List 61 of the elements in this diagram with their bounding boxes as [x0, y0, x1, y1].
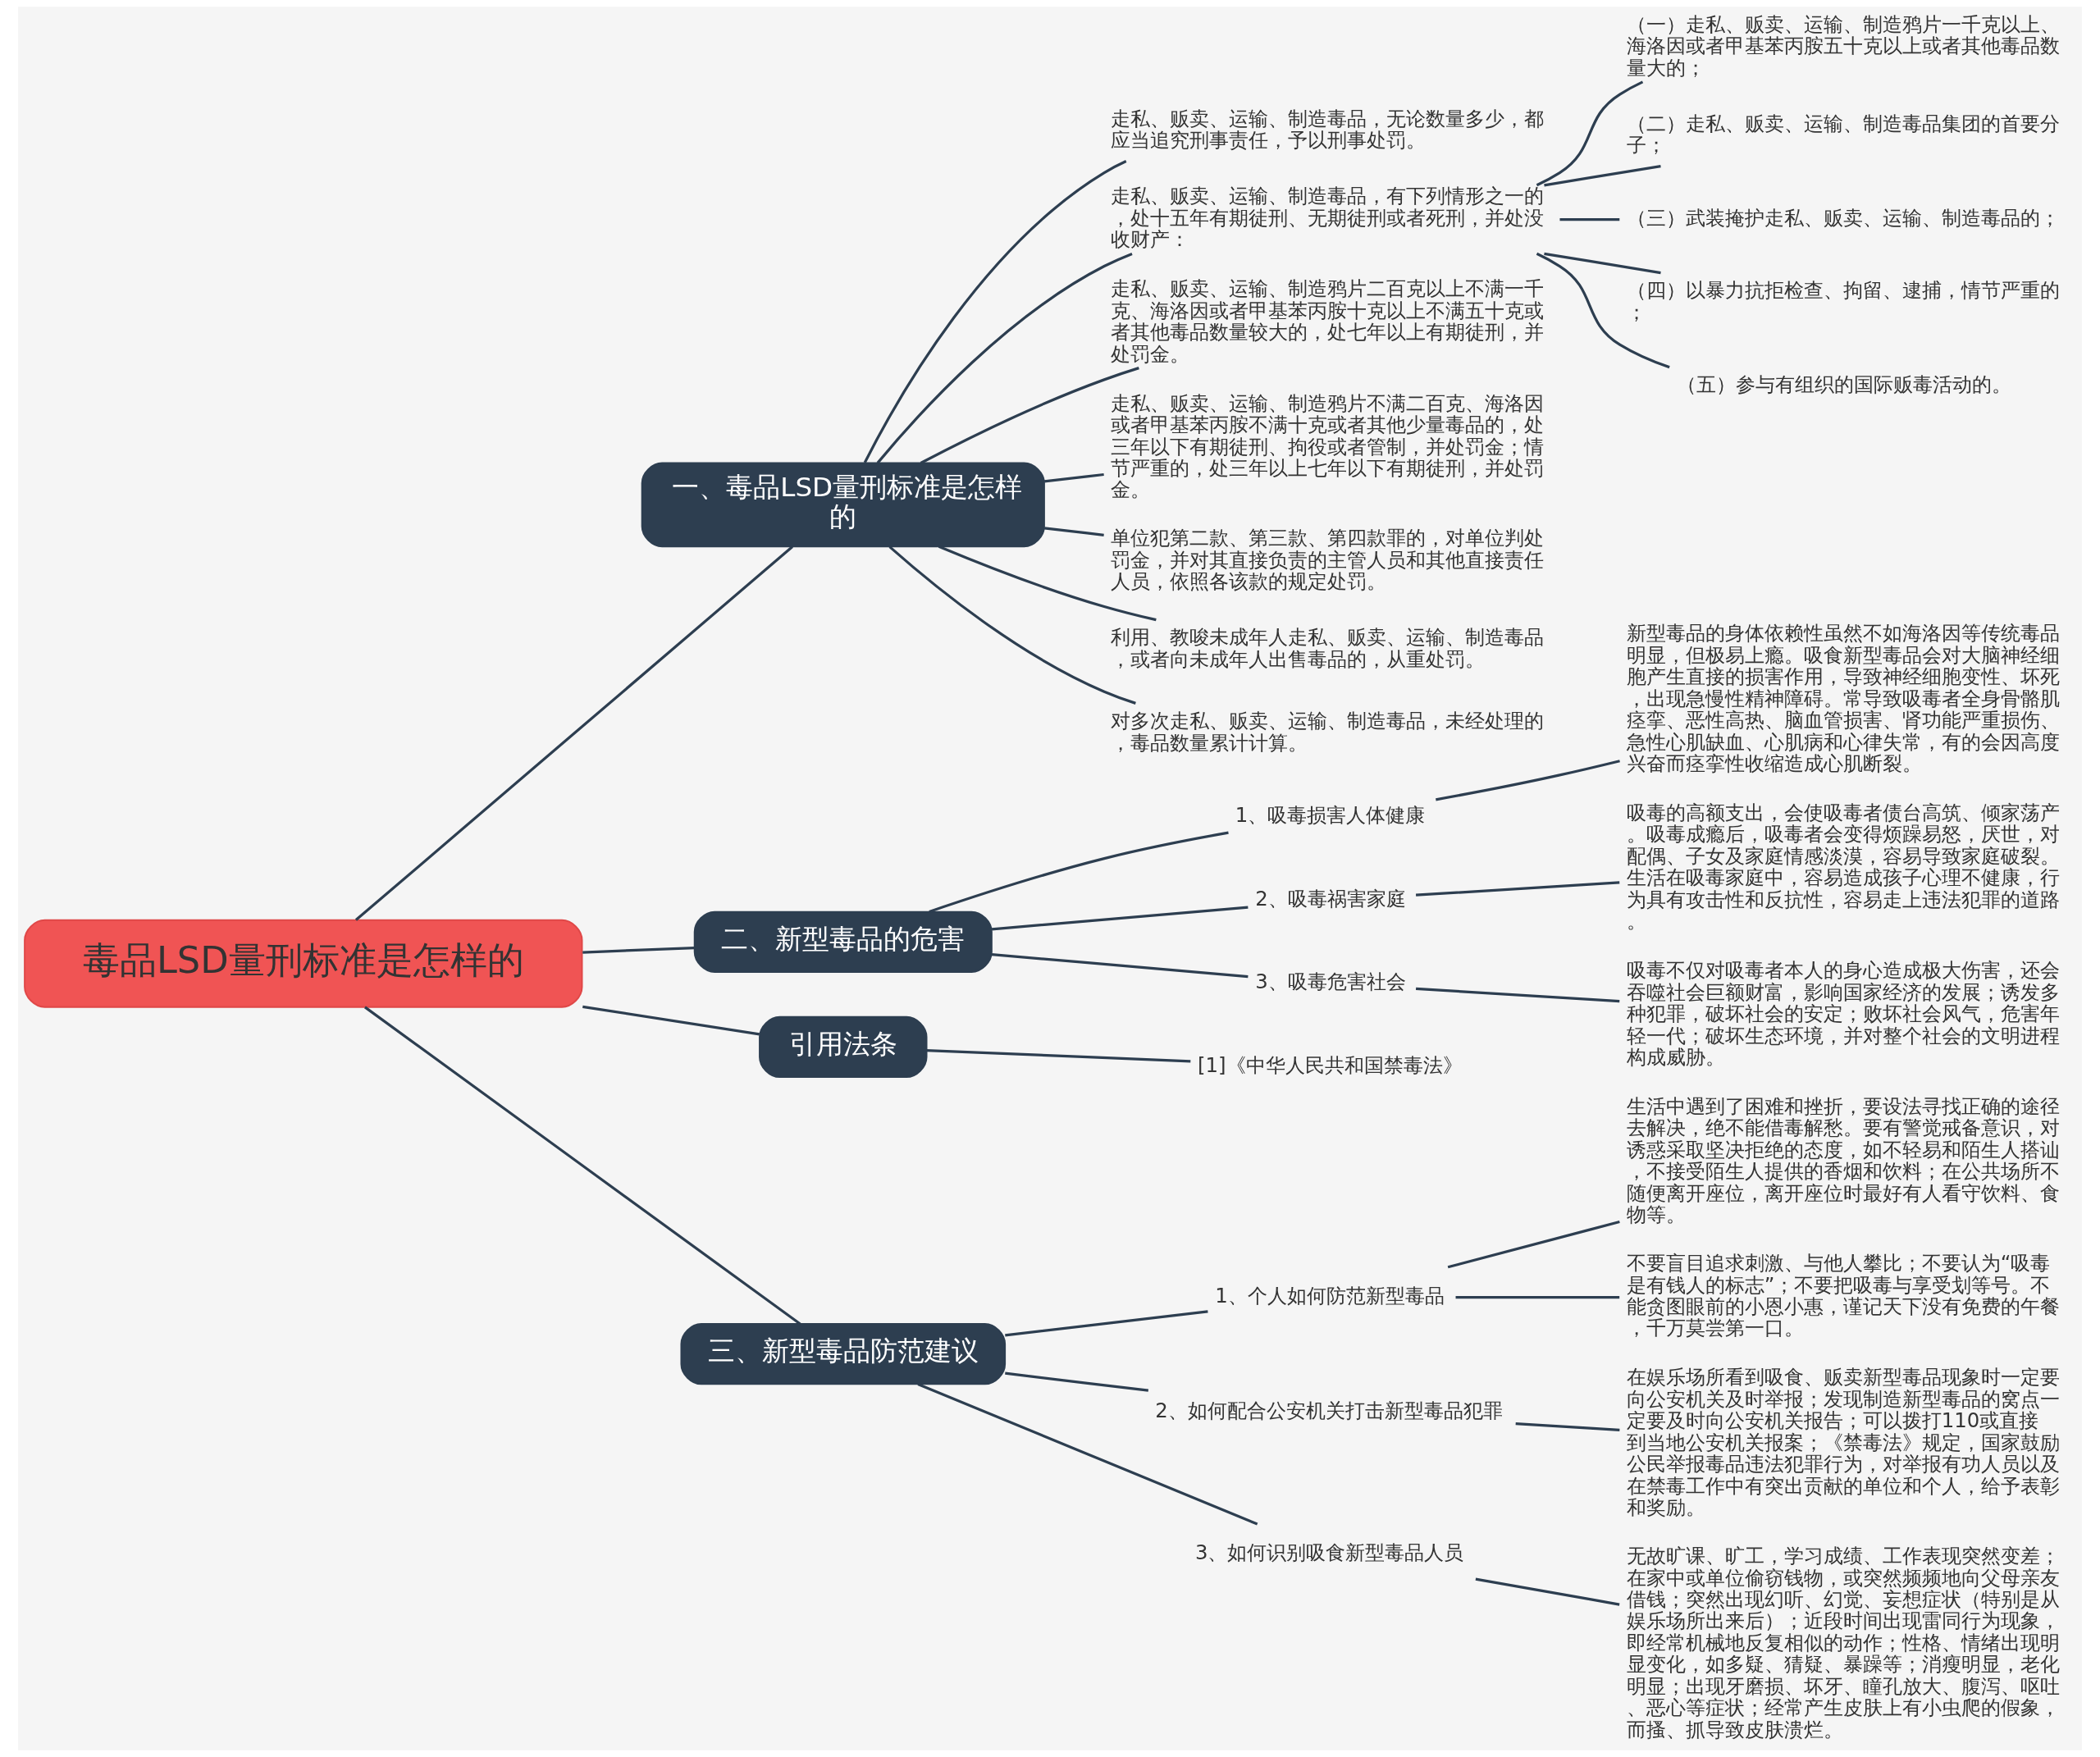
connector	[926, 1048, 1191, 1063]
connector	[1544, 165, 1661, 187]
connector	[920, 367, 1139, 464]
node-text: （二）走私、贩卖、运输、制造毒品集团的首要分子；	[1626, 111, 2060, 157]
connector	[1559, 217, 1620, 221]
connector	[1536, 80, 1644, 187]
connector	[1043, 527, 1104, 536]
node-text: 2、如何配合公安机关打击新型毒品犯罪	[1155, 1399, 1503, 1423]
connector	[582, 946, 695, 954]
node-box: 三、新型毒品防范建议	[680, 1323, 1007, 1385]
node-text: 走私、贩卖、运输、制造毒品，无论数量多少，都应当追究刑事责任，予以刑事处罚。	[1111, 106, 1545, 153]
node-text: （一）走私、贩卖、运输、制造鸦片一千克以上、海洛因或者甲基苯丙胺五十克以上或者其他毒品数量大的；	[1626, 11, 2060, 80]
connector	[991, 906, 1249, 931]
connector	[1416, 881, 1620, 897]
node-box: 二、新型毒品的危害	[693, 910, 993, 973]
node-text: 对多次走私、贩卖、运输、制造毒品，未经处理的，毒品数量累计计算。	[1111, 709, 1545, 755]
node-text: 走私、贩卖、运输、制造毒品，有下列情形之一的，处十五年有期徒刑、无期徒刑或者死刑，并处没收财产：	[1111, 184, 1545, 252]
node-text: （三）武装掩护走私、贩卖、运输、制造毒品的；	[1626, 205, 2060, 230]
connector	[1475, 1577, 1620, 1606]
node-text: [1]《中华人民共和国禁毒法》	[1198, 1053, 1463, 1078]
connector	[364, 1006, 801, 1326]
connector	[1416, 987, 1620, 1003]
node-text: 1、吸毒损害人体健康	[1235, 803, 1426, 828]
connector	[1515, 1422, 1620, 1432]
node-box: 一、毒品LSD量刑标准是怎样的	[641, 462, 1045, 548]
connector	[991, 953, 1249, 979]
connector	[1447, 1220, 1620, 1269]
connector	[863, 160, 1127, 463]
node-text: 单位犯第二款、第三款、第四款罪的，对单位判处罚金，并对其直接负责的主管人员和其他直接责任人员，依照各该款的规定处罚。	[1111, 526, 1545, 594]
node-text: 3、吸毒危害社会	[1255, 970, 1406, 994]
node-text: 1、个人如何防范新型毒品	[1215, 1283, 1445, 1307]
connector	[1005, 1310, 1208, 1337]
node-text: （五）参与有组织的国际贩毒活动的。	[1676, 372, 2011, 397]
connector	[1043, 472, 1104, 483]
connector	[929, 831, 1229, 913]
connector	[1436, 760, 1620, 801]
connector	[888, 545, 1136, 705]
node-text: 利用、教唆未成年人走私、贩卖、运输、制造毒品，或者向未成年人出售毒品的，从重处罚。	[1111, 625, 1545, 671]
connector	[1455, 1295, 1620, 1299]
node-text: 新型毒品的身体依赖性虽然不如海洛因等传统毒品明显，但极易上瘾。吸食新型毒品会对大脑神经细胞产生直接的损害作用，导致神经细胞变性、坏死，出现急慢性精神障碍。常导致吸毒者全身骨骼肌痉挛、恶性高热、脑血管损害、肾功能严重损伤、急性心肌缺血、心肌病和心律失常，有的会因高度兴奋而痉挛性收缩造成心肌断裂。	[1626, 621, 2060, 775]
connector	[1005, 1371, 1149, 1392]
connector	[876, 252, 1133, 464]
connector	[917, 1383, 1258, 1526]
connector	[938, 545, 1157, 622]
node-text: 3、如何识别吸食新型毒品人员	[1194, 1540, 1464, 1565]
node-text: 不要盲目追求刺激、与他人攀比；不要认为“吸毒是有钱人的标志”；不要把吸毒与享受划等号。不能贪图眼前的小恩小惠，谨记天下没有免费的午餐，千万莫尝第一口。	[1626, 1251, 2060, 1340]
node-text: 走私、贩卖、运输、制造鸦片不满二百克、海洛因或者甲基苯丙胺不满十克或者其他少量毒品的，处三年以下有期徒刑、拘役或者管制，并处罚金；情节严重的，处三年以上七年以下有期徒刑，并处罚金。	[1111, 390, 1545, 502]
node-text: 吸毒不仅对吸毒者本人的身心造成极大伤害，还会吞噬社会巨额财富，影响国家经济的发展；诱发多种犯罪，破坏社会的安定；败坏社会风气，危害年轻一代；破坏生态环境，并对整个社会的文明进程构成威胁。	[1626, 958, 2060, 1069]
node-box: 毒品LSD量刑标准是怎样的	[24, 919, 583, 1008]
node-text: 在娱乐场所看到吸食、贩卖新型毒品现象时一定要向公安机关及时举报；发现制造新型毒品的窝点一定要及时向公安机关报告；可以拨打110或直接到当地公安机关报案；《禁毒法》规定，国家鼓励公民举报毒品违法犯罪行为，对举报有功人员以及在禁毒工作中有突出贡献的单位和个人，给予表彰和奖励。	[1626, 1365, 2060, 1520]
connector	[1536, 252, 1670, 369]
connector	[354, 545, 793, 921]
node-text: 2、吸毒祸害家庭	[1255, 886, 1406, 910]
node-text: （四）以暴力抗拒检查、拘留、逮捕，情节严重的；	[1626, 278, 2060, 324]
node-text: 吸毒的高额支出，会使吸毒者债台高筑、倾家荡产。吸毒成瘾后，吸毒者会变得烦躁易怒，厌世，对配偶、子女及家庭情感淡漠，容易导致家庭破裂。生活在吸毒家庭中，容易造成孩子心理不健康，行为具有攻击性和反抗性，容易走上违法犯罪的道路。	[1626, 801, 2060, 933]
node-box: 引用法条	[759, 1015, 928, 1079]
node-text: 无故旷课、旷工，学习成绩、工作表现突然变差；在家中或单位偷窃钱物，或突然频频地向父母亲友借钱；突然出现幻听、幻觉、妄想症状（特别是从娱乐场所出来后）；近段时间出现雷同行为现象，即经常机械地反复相似的动作；性格、情绪出现明显变化，如多疑、猜疑、暴躁等；消瘦明显，老化明显；出现牙磨损、坏牙、瞳孔放大、腹泻、呕吐、恶心等症状；经常产生皮肤上有小虫爬的假象，而搔、抓导致皮肤溃烂。	[1626, 1544, 2060, 1741]
node-text: 走私、贩卖、运输、制造鸦片二百克以上不满一千克、海洛因或者甲基苯丙胺十克以上不满五十克或者其他毒品数量较大的，处七年以上有期徒刑，并处罚金。	[1111, 276, 1545, 366]
connector	[1544, 252, 1661, 275]
node-text: 生活中遇到了困难和挫折，要设法寻找正确的途径去解决，绝不能借毒解愁。要有警觉戒备意识，对诱惑采取坚决拒绝的态度，如不轻易和陌生人搭讪，不接受陌生人提供的香烟和饮料；在公共场所不随便离开座位，离开座位时最好有人看守饮料、食物等。	[1626, 1093, 2060, 1227]
connector	[582, 1005, 760, 1036]
